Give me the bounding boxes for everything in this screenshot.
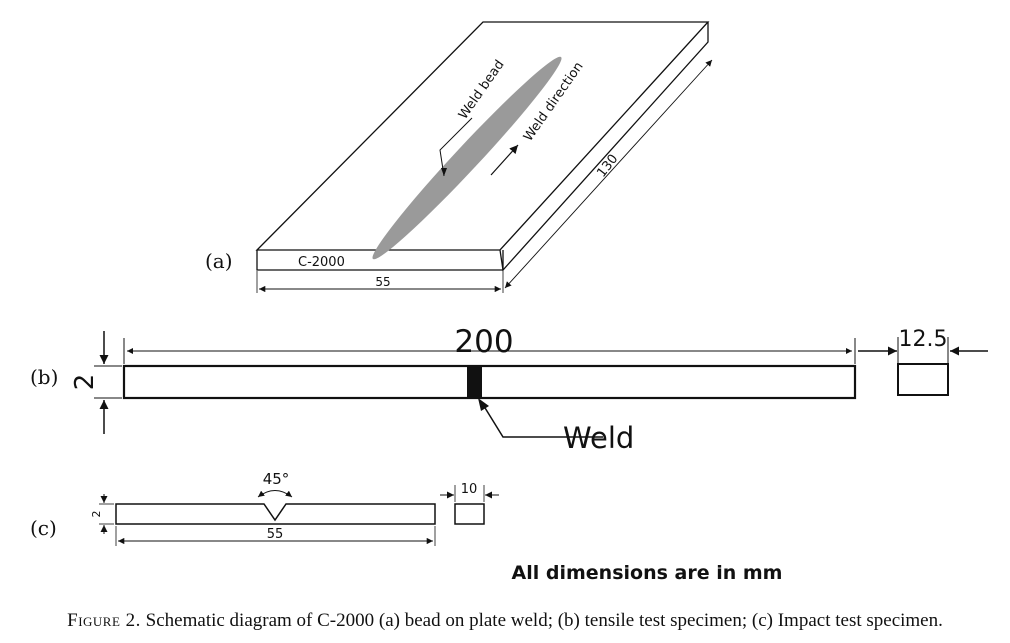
weld-zone xyxy=(467,366,482,398)
panel-a-label: (a) xyxy=(205,249,233,273)
units-note: All dimensions are in mm xyxy=(512,562,783,584)
dim-200-label: 200 xyxy=(454,324,513,360)
tensile-specimen xyxy=(122,364,857,400)
panel-b-label: (b) xyxy=(30,365,58,389)
plate-front-face xyxy=(256,250,504,271)
caption-text: Schematic diagram of C-2000 (a) bead on … xyxy=(145,610,943,631)
weld-label: Weld xyxy=(563,421,634,455)
plate-mark: C-2000 xyxy=(298,255,345,270)
figure-label: Figure 2. xyxy=(67,610,141,631)
tensile-cross-section xyxy=(897,363,949,396)
dim-55-a: 55 xyxy=(256,271,504,293)
dim-55-c: 55 xyxy=(115,526,436,546)
dim-55-a-label: 55 xyxy=(375,275,390,289)
dim-45-deg: 45° xyxy=(257,470,293,498)
impact-specimen xyxy=(115,503,436,525)
dim-2-b: 2 xyxy=(70,331,122,434)
dim-45-label: 45° xyxy=(263,470,290,488)
figure-caption: Figure 2. Schematic diagram of C-2000 (a… xyxy=(0,610,1010,632)
panel-b: (b) 200 2 Weld 12.5 xyxy=(30,324,988,455)
dim-2-b-label: 2 xyxy=(70,374,100,391)
dim-12-5-label: 12.5 xyxy=(899,327,948,352)
dim-10: 10 xyxy=(440,482,499,502)
panel-c-label: (c) xyxy=(30,516,57,540)
dim-12-5: 12.5 xyxy=(858,327,988,363)
dim-2-c-label: 2 xyxy=(90,511,103,518)
panel-a: (a) C-2000 Weld bead Weld direction 55 1… xyxy=(205,21,713,293)
panel-c: (c) 45° 55 2 10 xyxy=(30,470,499,546)
dim-200: 200 xyxy=(123,324,856,364)
dim-55-c-label: 55 xyxy=(267,527,284,542)
dim-2-c: 2 xyxy=(90,494,114,534)
weld-callout: Weld xyxy=(478,398,634,455)
dim-130-label: 130 xyxy=(594,152,621,181)
dim-10-label: 10 xyxy=(461,482,478,497)
impact-cross-section xyxy=(454,503,485,525)
